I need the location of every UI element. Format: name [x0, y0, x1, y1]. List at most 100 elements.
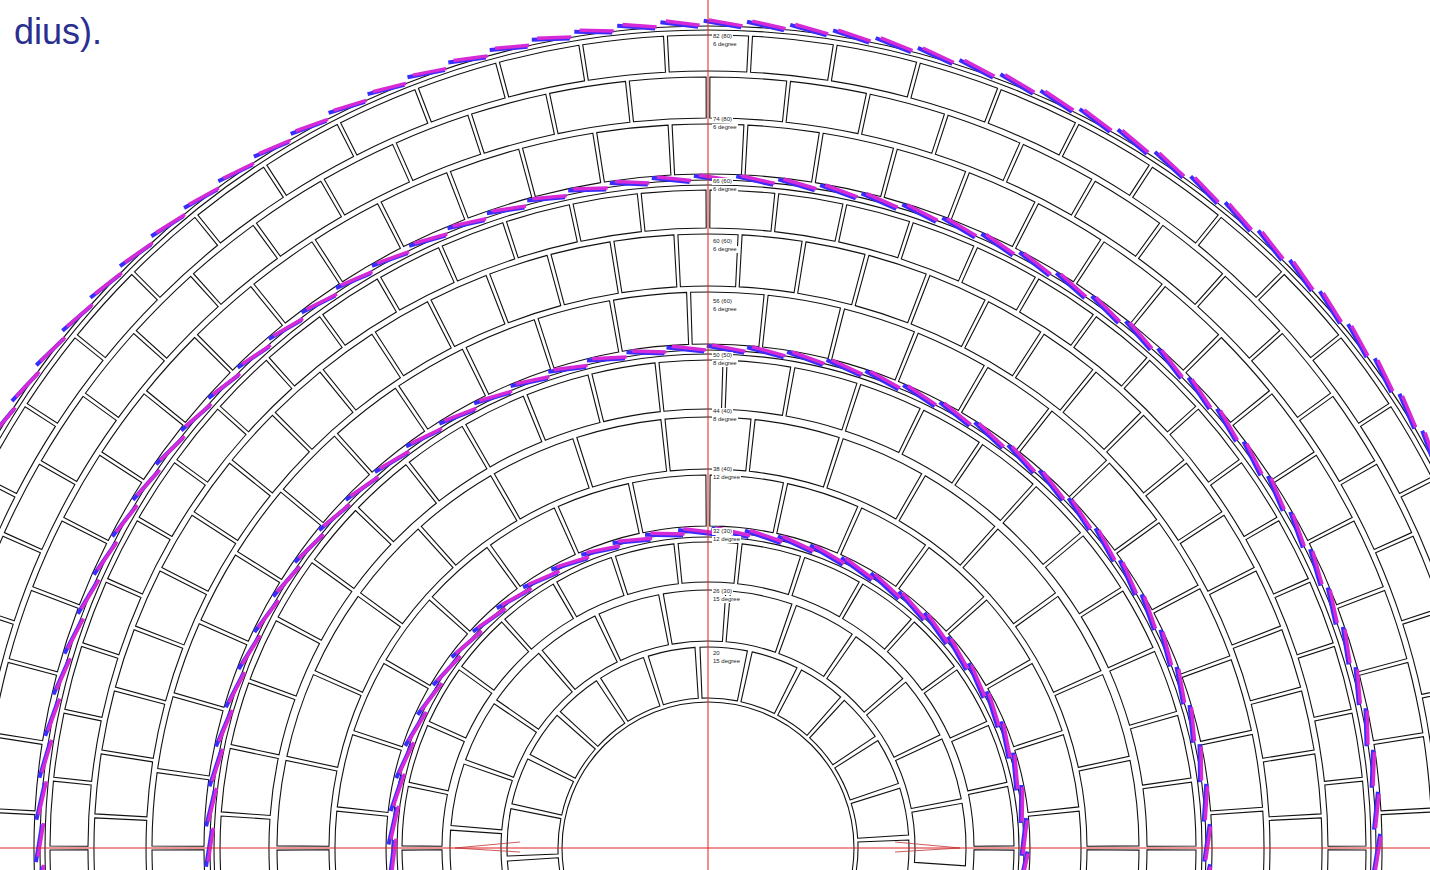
ring-label: 26 (30) [712, 588, 733, 595]
block-outline [1055, 675, 1129, 768]
magenta-stave [1144, 596, 1155, 628]
magenta-stave [98, 542, 118, 570]
block-outline [50, 850, 91, 870]
blue-stave [924, 613, 946, 644]
block-outline [115, 630, 182, 701]
magenta-stave [1096, 297, 1120, 321]
blue-stave [1092, 296, 1119, 323]
magenta-stave [125, 243, 153, 263]
block-outline [238, 492, 321, 579]
block-outline [462, 622, 529, 690]
blue-stave [987, 691, 998, 727]
blue-stave [902, 205, 936, 222]
magenta-stave [881, 38, 913, 51]
magenta-stave [928, 615, 948, 643]
block-outline [775, 194, 843, 241]
magenta-stave [1220, 411, 1237, 441]
magenta-stave [1323, 293, 1341, 322]
red-wedge [455, 842, 960, 852]
magenta-stave [752, 21, 785, 29]
ring-circle [0, 30, 1430, 870]
block-outline [777, 484, 858, 553]
block-outline [899, 548, 984, 632]
blue-stave [1198, 744, 1203, 782]
block-outline [198, 167, 283, 243]
ring-label: 6 degree [712, 246, 738, 253]
block-outline [969, 850, 1014, 870]
block-outline [951, 173, 1035, 247]
heading-fragment: dius). [14, 12, 102, 52]
block-outline [851, 788, 908, 838]
magenta-stave [1021, 854, 1029, 870]
blue-stave [918, 48, 952, 64]
block-outline [358, 465, 436, 542]
block-outline [409, 426, 487, 501]
ring-label: 12 degree [712, 536, 741, 543]
blue-stave [940, 402, 970, 426]
block-outline [135, 217, 218, 297]
magenta-stave [189, 188, 219, 205]
block-outline [1422, 690, 1430, 770]
magenta-stave [391, 806, 399, 839]
block-outline [267, 125, 354, 196]
block-outline [1072, 463, 1157, 550]
block-outline [965, 302, 1041, 376]
block-outline [220, 816, 270, 870]
magenta-stave [783, 179, 816, 189]
magenta-stave [1130, 323, 1152, 349]
block-outline [855, 840, 909, 870]
blue-stave [862, 194, 897, 209]
block-outline [1274, 455, 1352, 540]
block-outline [962, 368, 1049, 450]
ring-label: 6 degree [712, 124, 738, 131]
blue-stave [1080, 109, 1110, 132]
block-outline [1028, 811, 1081, 870]
block-outline [194, 463, 270, 540]
magenta-stave [709, 20, 743, 26]
block-outline [601, 658, 660, 722]
magenta-stave [632, 351, 666, 352]
block-outline [102, 394, 183, 480]
magenta-stave [377, 252, 409, 263]
block-outline [277, 850, 337, 870]
block-outline [402, 850, 447, 870]
blue-stave [1000, 74, 1033, 94]
blue-stave [1041, 91, 1073, 112]
block-outline [1180, 515, 1254, 591]
block-outline [1210, 571, 1281, 645]
magenta-stave [1294, 262, 1314, 290]
magenta-stave [1199, 746, 1203, 780]
block-outline [250, 621, 319, 696]
block-outline [335, 811, 388, 870]
block-outline [1007, 144, 1092, 215]
blue-stave [975, 422, 1003, 448]
magenta-stave [40, 865, 44, 870]
magenta-stave [944, 403, 971, 424]
block-outline [432, 548, 517, 632]
magenta-stave [1345, 629, 1350, 663]
magenta-stave [1376, 794, 1380, 828]
block-outline [792, 558, 859, 617]
block-outline [139, 463, 205, 537]
ring-label: 56 (60) [712, 298, 733, 305]
block-outline [710, 475, 784, 533]
block-outline [725, 360, 791, 415]
block-outline [162, 515, 236, 591]
magenta-stave [615, 182, 649, 183]
block-outline [835, 741, 899, 800]
magenta-stave [1084, 110, 1111, 131]
magenta-stave [1024, 253, 1051, 274]
magenta-stave [1072, 500, 1091, 529]
block-outline [1376, 536, 1430, 621]
magenta-stave [1271, 478, 1284, 510]
magenta-stave [41, 337, 66, 361]
ring-label: 44 (40) [712, 408, 733, 415]
ring-circle [0, 26, 1430, 870]
block-outline [599, 595, 669, 661]
blue-stave [1204, 824, 1210, 862]
block-outline [512, 759, 574, 815]
horizontal-axis [0, 848, 1430, 849]
magenta-stave [907, 205, 937, 221]
magenta-stave [456, 631, 482, 654]
magenta-stave [242, 345, 270, 364]
